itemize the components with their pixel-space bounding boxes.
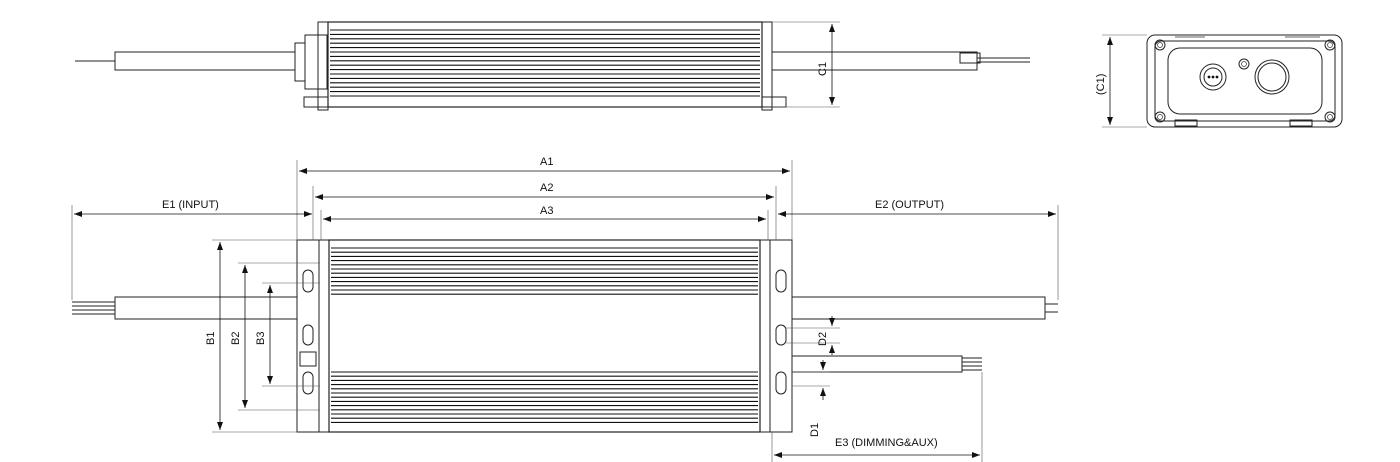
- left-flange-top: [296, 239, 320, 433]
- d1-label: D1: [809, 423, 821, 437]
- housing-side: [327, 21, 763, 108]
- top-view: A1 A2 A3 E1 (INPUT) E2 (OUTPUT) E3 (DIMM…: [71, 156, 1059, 462]
- left-foot-side: [303, 96, 329, 108]
- d2-label: D2: [817, 332, 829, 346]
- mounting-slot: [302, 269, 314, 293]
- right-end-cap-top: [759, 239, 771, 433]
- a2-label: A2: [540, 182, 553, 194]
- mounting-slot: [775, 269, 787, 293]
- b2-label: B2: [230, 332, 242, 345]
- input-gland-nut-side: [304, 34, 328, 90]
- end-view: (C1): [1095, 34, 1343, 128]
- input-cable-side: [114, 51, 296, 71]
- input-gland-icon: [1254, 59, 1290, 95]
- right-foot-side: [761, 96, 787, 108]
- left-end-cap-top: [318, 239, 330, 433]
- e2-label: E2 (OUTPUT): [875, 199, 944, 211]
- b1-label: B1: [205, 332, 217, 345]
- e1-label: E1 (INPUT): [162, 199, 219, 211]
- output-port-icon: [1199, 63, 1227, 91]
- end-plate-outer: [1146, 34, 1343, 128]
- b3-label: B3: [255, 332, 267, 345]
- housing-fins-side: [330, 29, 760, 97]
- c1-label: C1: [817, 62, 829, 76]
- mounting-slot: [302, 371, 314, 395]
- right-flange-top: [769, 239, 793, 433]
- end-plate-inner: [1154, 40, 1336, 122]
- housing-fins-lower: [331, 371, 758, 423]
- mounting-slot: [775, 371, 787, 395]
- label-tab: [299, 351, 317, 367]
- output-cable-top: [791, 296, 1046, 320]
- housing-top: [328, 239, 761, 433]
- mounting-slot: [302, 324, 314, 346]
- corner-screw-icon: [1154, 39, 1336, 123]
- a3-label: A3: [540, 205, 553, 217]
- mounting-slot: [775, 324, 787, 346]
- housing-fins-upper: [331, 247, 758, 295]
- a1-label: A1: [540, 156, 553, 168]
- end-plate-recess: [1167, 47, 1323, 115]
- vent-icon: [1238, 58, 1250, 70]
- output-cable-side: [771, 51, 978, 71]
- dimming-cable-top: [791, 355, 963, 373]
- e3-label: E3 (DIMMING&AUX): [835, 437, 938, 449]
- side-view: C1: [75, 21, 1030, 111]
- input-gland-side: [294, 42, 306, 82]
- c1-paren-label: (C1): [1095, 74, 1107, 95]
